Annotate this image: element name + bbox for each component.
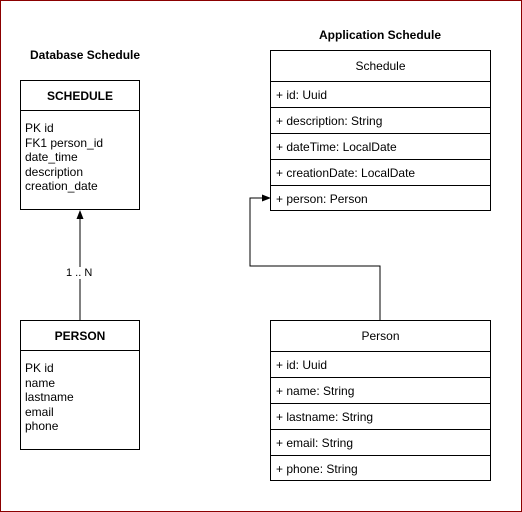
app-schedule-attribute: + person: Person [276, 192, 368, 206]
db-person-fields: PK id name lastname email phone [21, 351, 139, 434]
db-person-table: PERSON PK id name lastname email phone [20, 320, 140, 450]
app-schedule-attribute: + id: Uuid [271, 82, 490, 108]
app-person-attribute: + id: Uuid [271, 352, 490, 378]
app-association-line [249, 197, 381, 320]
app-schedule-attribute: + creationDate: LocalDate [271, 160, 490, 186]
db-person-field: name [25, 375, 56, 390]
app-schedule-attributes: + id: Uuid + description: String + dateT… [271, 82, 490, 212]
app-schedule-attribute: + dateTime: LocalDate [271, 134, 490, 160]
app-schedule-attribute: + description: String [271, 108, 490, 134]
app-person-attributes: + id: Uuid + name: String + lastname: St… [271, 352, 490, 482]
db-relationship-arrowhead [76, 210, 84, 219]
relationship-label: 1 .. N [66, 267, 93, 279]
db-schedule-field: date_time [25, 150, 78, 164]
db-schedule-field: PK id [25, 121, 54, 135]
db-person-field: phone [25, 419, 59, 433]
db-schedule-fields: PK id FK1 person_id date_time descriptio… [21, 111, 139, 194]
db-schedule-field: description [25, 164, 84, 179]
app-association-arrowhead [262, 194, 271, 202]
app-person-attribute: + lastname: String [271, 404, 490, 430]
db-schedule-field: creation_date [25, 179, 98, 193]
app-schedule-class: Schedule + id: Uuid + description: Strin… [270, 50, 491, 211]
db-schedule-header: SCHEDULE [21, 81, 139, 111]
app-person-attribute: + phone: String [276, 462, 358, 476]
db-person-field: lastname [25, 390, 74, 404]
db-person-header: PERSON [21, 321, 139, 351]
app-person-class: Person + id: Uuid + name: String + lastn… [270, 320, 491, 481]
app-person-attribute: + email: String [271, 430, 490, 456]
app-person-header: Person [271, 321, 490, 352]
db-schedule-field: FK1 person_id [25, 135, 104, 150]
app-schedule-header: Schedule [271, 51, 490, 82]
db-person-field: email [25, 404, 54, 419]
app-person-attribute: + name: String [271, 378, 490, 404]
db-schedule-table: SCHEDULE PK id FK1 person_id date_time d… [20, 80, 140, 210]
db-person-field: PK id [25, 361, 54, 375]
database-section-title: Database Schedule [30, 48, 141, 62]
application-section-title: Application Schedule [319, 28, 442, 42]
